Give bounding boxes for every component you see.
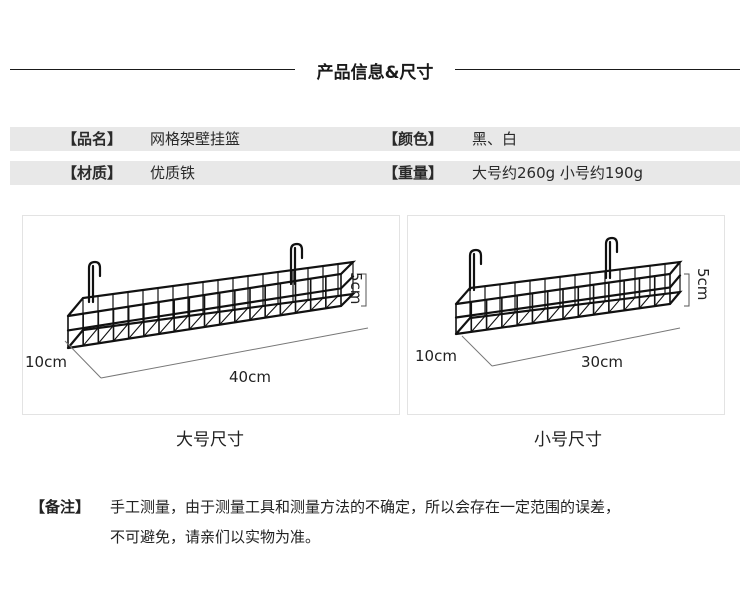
note-line-2: 不可避免，请亲们以实物为准。	[110, 528, 321, 546]
section-title: 产品信息&尺寸	[316, 63, 434, 83]
spec-name-label: 【品名】	[62, 130, 123, 148]
header-rule-right	[455, 69, 740, 70]
large-height-label: 5cm	[347, 272, 365, 305]
spec-row-1	[10, 127, 740, 151]
spec-material-label: 【材质】	[62, 164, 123, 182]
small-height-label: 5cm	[694, 268, 712, 301]
large-length-label: 40cm	[229, 368, 271, 386]
spec-weight-value: 大号约260g 小号约190g	[472, 164, 644, 182]
spec-material-value: 优质铁	[150, 164, 196, 182]
small-basket-panel: 5cm 10cm 30cm	[407, 215, 725, 415]
small-width-label: 10cm	[415, 347, 457, 365]
large-size-caption: 大号尺寸	[176, 430, 244, 450]
header-rule-left	[10, 69, 295, 70]
spec-color-label: 【颜色】	[383, 130, 444, 148]
spec-weight-label: 【重量】	[383, 164, 444, 182]
spec-row-2	[10, 161, 740, 185]
large-basket-panel: 5cm 10cm 40cm	[22, 215, 400, 415]
large-basket-image	[64, 242, 369, 379]
spec-name-value: 网格架壁挂篮	[150, 130, 241, 148]
small-length-label: 30cm	[581, 353, 623, 371]
small-basket-image	[454, 236, 690, 367]
note-line-1: 手工测量，由于测量工具和测量方法的不确定，所以会存在一定范围的误差，	[110, 498, 621, 516]
large-width-label: 10cm	[25, 353, 67, 371]
small-size-caption: 小号尺寸	[534, 430, 602, 450]
note-label: 【备注】	[30, 498, 91, 516]
spec-color-value: 黑、白	[472, 130, 518, 148]
